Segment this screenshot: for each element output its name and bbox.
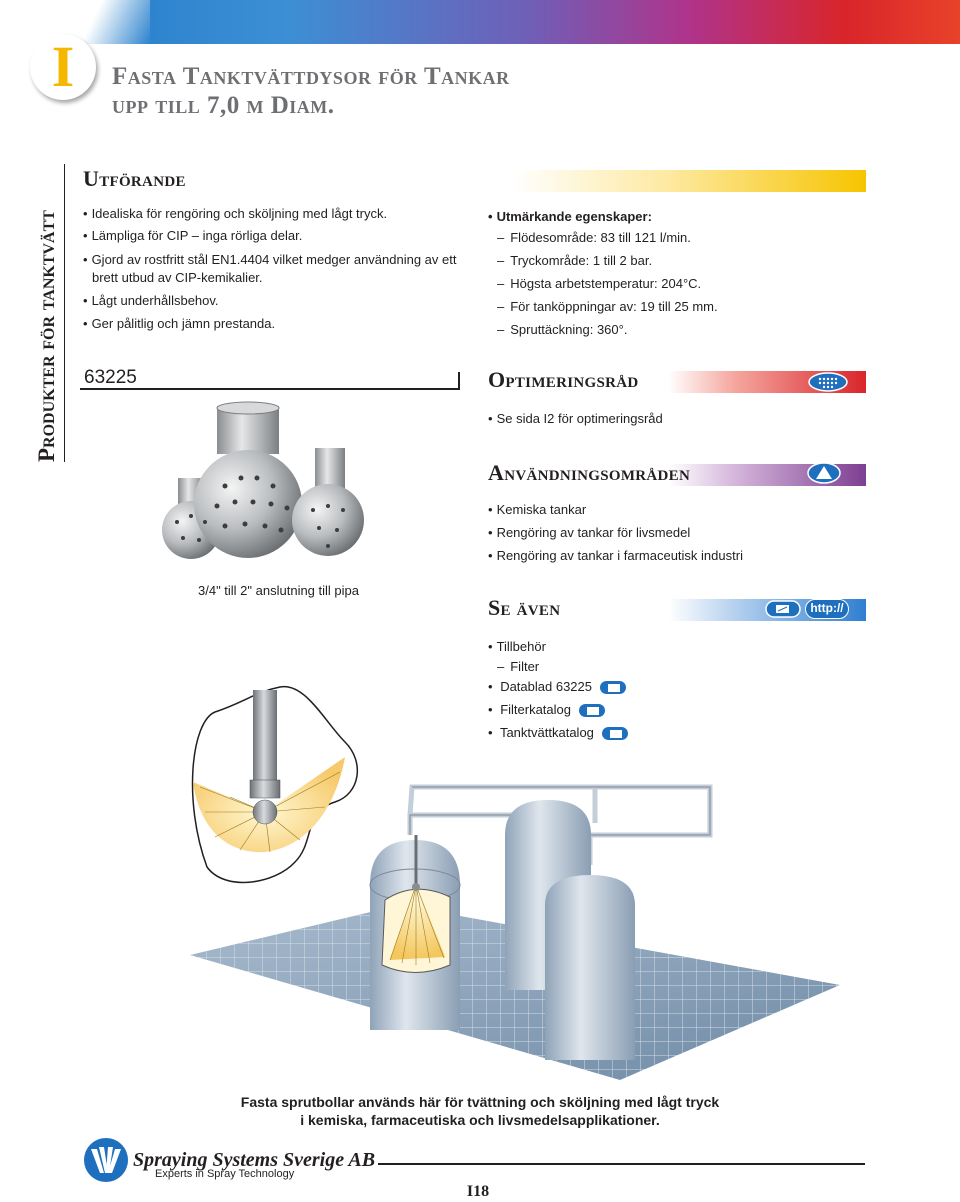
utforande-item-continuation: brett utbud av CIP-kemikalier. [92,270,263,285]
se-aven-item[interactable]: Tanktvättkatalog [488,724,628,742]
caption-line2: i kemiska, farmaceutiska och livsmedelsa… [300,1112,660,1128]
utforande-item: Lämpliga för CIP – inga rörliga delar. [83,227,303,245]
book-icon [600,681,626,695]
company-name: Spraying Systems Sverige AB [133,1149,376,1171]
anvandning-heading-bar [486,464,866,486]
company-tagline: Experts in Spray Technology [155,1168,295,1180]
spray-pattern-illustration [191,686,359,884]
anvandning-heading: Användningsområden [488,460,691,485]
se-aven-item[interactable]: Datablad 63225 [488,678,626,696]
section-letter-badge [30,34,96,100]
page-number: I18 [466,1183,490,1200]
web-link-badge[interactable]: http:// [805,599,849,619]
grid-dots-icon [808,372,848,392]
feature-item: Högsta arbetstemperatur: 204°C. [497,275,701,293]
feature-item: Flödesområde: 83 till 121 l/min. [497,229,691,247]
se-aven-item-label: Datablad 63225 [500,679,592,694]
nozzle-product-photo [162,401,364,559]
caption-line1: Fasta sprutbollar används här för tvättn… [240,1094,720,1110]
sidebar-category-title: Produkter för tanktvätt [34,210,59,462]
se-aven-subitem: Filter [497,658,539,676]
utforande-item: Ger pålitlig och jämn prestanda. [83,315,276,333]
se-aven-item: Tillbehör [488,638,546,656]
feature-item: För tanköppningar av: 19 till 25 mm. [497,298,717,316]
book-icon [601,727,628,741]
illustration-caption: Fasta sprutbollar används här för tvättn… [0,1093,960,1129]
page-title-line2: upp till 7,0 m Diam. [112,92,335,119]
model-number: 63225 [84,367,137,388]
datasheet-book-icon[interactable] [765,599,801,619]
company-logo [84,1138,128,1182]
anvandning-item: Rengöring av tankar för livsmedel [488,524,691,542]
optimering-heading-bar [486,371,866,393]
optimering-heading: Optimeringsråd [488,367,639,392]
features-heading: Utmärkande egenskaper: [488,208,652,226]
anvandning-item: Kemiska tankar [488,501,587,519]
utforande-heading: Utförande [83,166,186,191]
connection-caption: 3/4" till 2" anslutning till pipa [198,583,359,598]
model-bracket [80,372,460,390]
book-icon [579,704,605,718]
utforande-item: Idealiska för rengöring och sköljning me… [83,205,388,223]
feature-item: Spruttäckning: 360°. [497,321,627,339]
warning-triangle-icon [807,462,841,484]
se-aven-item[interactable]: Filterkatalog [488,701,605,719]
header-color-band [0,0,960,44]
page-title-line1: Fasta Tanktvättdysor för Tankar [112,63,510,90]
section-letter: I [51,34,75,99]
utforande-item: Gjord av rostfritt stål EN1.4404 vilket … [83,251,457,269]
anvandning-item: Rengöring av tankar i farmaceutisk indus… [488,547,743,565]
utforande-item: Lågt underhållsbehov. [83,292,219,310]
sidebar-rule [64,164,65,462]
optimering-item: Se sida I2 för optimeringsråd [488,410,663,428]
utforande-heading-bar [80,170,866,192]
tank-installation-illustration [190,784,840,1080]
se-aven-heading: Se även [488,595,561,620]
feature-item: Tryckområde: 1 till 2 bar. [497,252,652,270]
se-aven-item-label: Tanktvättkatalog [499,725,594,740]
se-aven-item-label: Filterkatalog [500,702,571,717]
footer-rule [378,1163,865,1165]
